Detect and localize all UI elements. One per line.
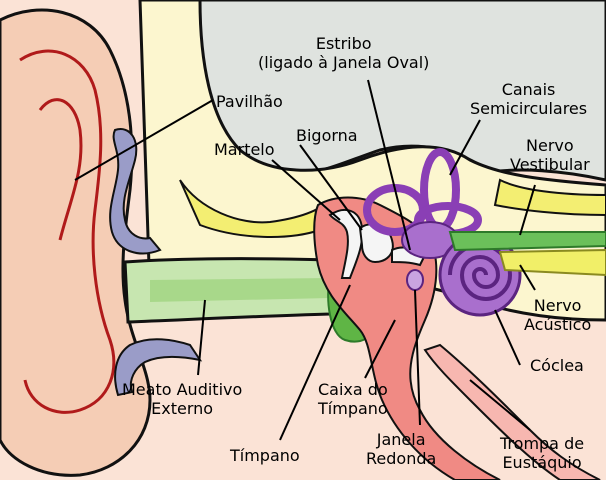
label-nervo-vestibular: Nervo Vestibular <box>510 136 590 174</box>
label-janela-redonda-line1: Janela <box>366 430 436 449</box>
label-caixa-line2: Tímpano <box>318 399 388 418</box>
label-nervo-acustico: Nervo Acústico <box>524 296 591 334</box>
label-timpano: Tímpano <box>230 446 300 465</box>
label-martelo: Martelo <box>214 140 275 159</box>
label-meato-line2: Externo <box>122 399 242 418</box>
label-janela-redonda: Janela Redonda <box>366 430 436 468</box>
label-canais-line2: Semicirculares <box>470 99 587 118</box>
label-timpano-text: Tímpano <box>230 446 300 465</box>
label-caixa-line1: Caixa do <box>318 380 388 399</box>
vestibular-nerve <box>450 232 606 250</box>
label-bigorna: Bigorna <box>296 126 358 145</box>
label-estribo-line1: Estribo <box>258 34 429 53</box>
label-nervo-vestibular-line2: Vestibular <box>510 155 590 174</box>
acoustic-nerve <box>500 250 606 275</box>
label-estribo-line2: (ligado à Janela Oval) <box>258 53 429 72</box>
label-martelo-text: Martelo <box>214 140 275 159</box>
label-nervo-acustico-line2: Acústico <box>524 315 591 334</box>
label-trompa: Trompa de Eustáquio <box>500 434 584 472</box>
ear-canal-shade <box>150 278 330 302</box>
label-meato: Meato Auditivo Externo <box>122 380 242 418</box>
label-trompa-line1: Trompa de <box>500 434 584 453</box>
label-coclea: Cóclea <box>530 356 584 375</box>
label-meato-line1: Meato Auditivo <box>122 380 242 399</box>
label-canais: Canais Semicirculares <box>470 80 587 118</box>
label-estribo: Estribo (ligado à Janela Oval) <box>258 34 429 72</box>
label-nervo-vestibular-line1: Nervo <box>510 136 590 155</box>
label-coclea-text: Cóclea <box>530 356 584 375</box>
label-nervo-acustico-line1: Nervo <box>524 296 591 315</box>
round-window <box>407 270 423 290</box>
label-bigorna-text: Bigorna <box>296 126 358 145</box>
label-pavilhao-text: Pavilhão <box>216 92 283 111</box>
label-pavilhao: Pavilhão <box>216 92 283 111</box>
label-caixa: Caixa do Tímpano <box>318 380 388 418</box>
label-canais-line1: Canais <box>470 80 587 99</box>
label-janela-redonda-line2: Redonda <box>366 449 436 468</box>
label-trompa-line2: Eustáquio <box>500 453 584 472</box>
